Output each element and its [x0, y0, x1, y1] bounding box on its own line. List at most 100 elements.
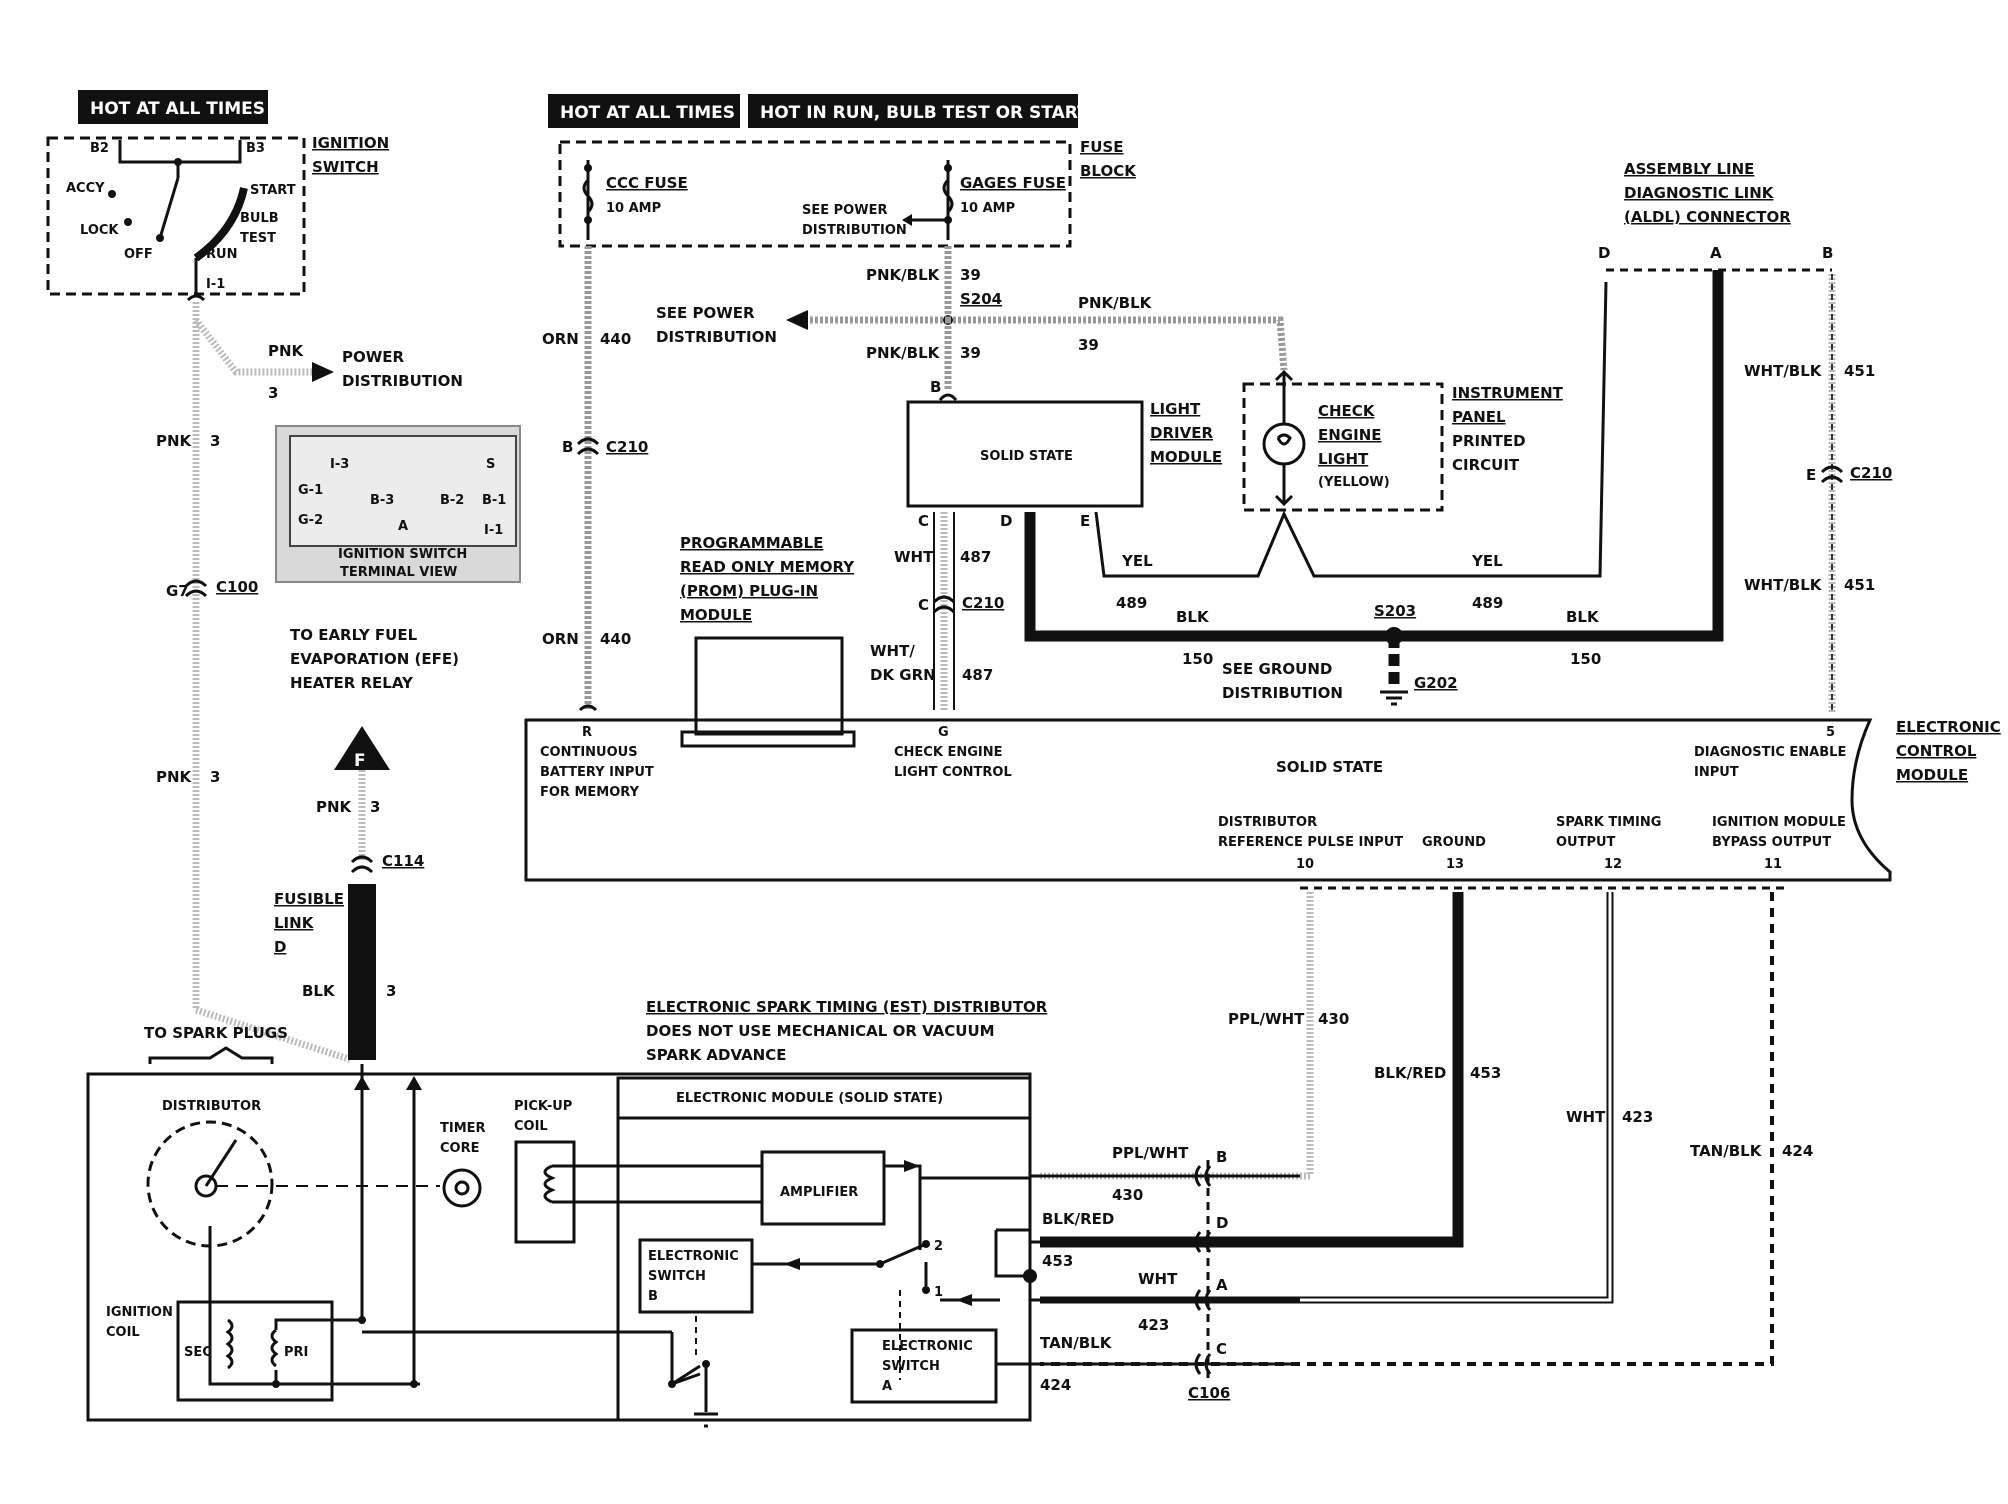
switch-terminal-1: 1 [934, 1285, 943, 1300]
ecm-pin-13: 13 [1446, 857, 1464, 872]
yel-r-label: YEL [1471, 552, 1503, 570]
dist-424-num: 424 [1040, 1376, 1071, 1394]
amplifier-output-arrow [904, 1160, 920, 1172]
fuse-see-power-2: DISTRIBUTION [802, 223, 907, 238]
switch-b-label-3: B [648, 1289, 658, 1304]
prom-socket [680, 730, 856, 748]
blk-150-r-num: 150 [1570, 650, 1601, 668]
orn-440-a-num: 440 [600, 330, 631, 348]
ign-i1-label: I-1 [206, 277, 225, 292]
power-dist-arrow-left [312, 362, 334, 382]
ecm-g-text-1: CHECK ENGINE [894, 745, 1002, 760]
ignition-switch-box [46, 136, 306, 296]
ecm-body: SOLID STATE [1276, 758, 1383, 776]
pnk-blk-39-bot-label: PNK/BLK [866, 344, 941, 362]
ecm-r-text-1: CONTINUOUS [540, 745, 638, 760]
ign-bulb-label: BULB [240, 211, 279, 226]
coil-secondary-winding [225, 1318, 234, 1370]
ecm-spark-text-2: OUTPUT [1556, 835, 1616, 850]
pnk-3-b-num: 3 [210, 768, 220, 786]
blk-red-453-label: BLK/RED [1374, 1064, 1446, 1082]
pnk-power-wire-label: PNK [268, 342, 305, 360]
switch-a-label-2: SWITCH [882, 1359, 940, 1374]
blk-150-l-label: BLK [1176, 608, 1210, 626]
pickup-to-amplifier [552, 1164, 762, 1204]
ign-test-label: TEST [240, 231, 276, 246]
s203-label: S203 [1374, 602, 1416, 620]
ign-lock-contact [124, 218, 132, 226]
yel-489-l-num: 489 [1116, 594, 1147, 612]
ecm-ref-text-1: DISTRIBUTOR [1218, 815, 1317, 830]
ldm-title-1: LIGHT [1150, 400, 1201, 418]
ign-b3-label: B3 [246, 141, 265, 156]
pnk-3-a-label: PNK [156, 432, 193, 450]
term-label-b1: B-1 [482, 493, 506, 508]
efe-label-1: TO EARLY FUEL [290, 626, 418, 644]
c210-c-pin: C [918, 596, 929, 614]
fuse-block-title-2: BLOCK [1080, 162, 1137, 180]
ign-switch-blade [158, 177, 180, 239]
est-title-2: DOES NOT USE MECHANICAL OR VACUUM [646, 1022, 995, 1040]
ccc-fuse-symbol [582, 178, 594, 214]
see-ground-2: DISTRIBUTION [1222, 684, 1343, 702]
wht-487-label: WHT [894, 548, 934, 566]
switch-a-label-1: ELECTRONIC [882, 1339, 973, 1354]
pnk-3-c-label: PNK [316, 798, 353, 816]
pickup-coil-winding [543, 1164, 556, 1204]
ldm-title-2: DRIVER [1150, 424, 1213, 442]
c114-label: C114 [382, 852, 424, 870]
switch-node-2b [922, 1240, 930, 1248]
prom-title-1: PROGRAMMABLE [680, 534, 823, 552]
aldl-pin-d: D [1598, 244, 1610, 262]
aldl-pin-a: A [1710, 244, 1722, 262]
ecm-pin-5: 5 [1826, 725, 1835, 740]
pnk-blk-39-top-label: PNK/BLK [866, 266, 941, 284]
yel-489-wire [1094, 281, 1608, 578]
prom-module-box [694, 636, 844, 736]
power-dist-left-1: POWER [342, 348, 405, 366]
ign-off-contact [156, 234, 164, 242]
blk-3-label: BLK [302, 982, 336, 1000]
aldl-pin-b: B [1822, 244, 1833, 262]
hot-in-run-banner [748, 94, 1078, 128]
coil-sec-label: SEC [184, 1345, 212, 1360]
term-label-b3: B-3 [370, 493, 394, 508]
hot-left-text: HOT AT ALL TIMES [90, 99, 265, 119]
dist-blk-red-label: BLK/RED [1042, 1210, 1114, 1228]
wht-423-label: WHT [1566, 1108, 1606, 1126]
gages-fuse-symbol [942, 178, 954, 214]
orn-440-a-label: ORN [542, 330, 579, 348]
pnk-3-power-dist-wire [193, 317, 312, 376]
wht-blk-451-b-label: WHT/BLK [1744, 576, 1823, 594]
cel-title-1: CHECK [1318, 402, 1376, 420]
prom-title-4: MODULE [680, 606, 752, 624]
ccc-fuse-label: CCC FUSE [606, 174, 688, 192]
see-power-arrow [902, 214, 912, 226]
power-dist-left-2: DISTRIBUTION [342, 372, 463, 390]
cel-title-2: ENGINE [1318, 426, 1382, 444]
ecm-pin-11: 11 [1764, 857, 1782, 872]
ecm-ref-text-2: REFERENCE PULSE INPUT [1218, 835, 1403, 850]
wht-487-num: 487 [960, 548, 991, 566]
efe-label-3: HEATER RELAY [290, 674, 414, 692]
s204-label: S204 [960, 290, 1002, 308]
power-dist-mid-1: SEE POWER [656, 304, 755, 322]
ecm-title-3: MODULE [1896, 766, 1968, 784]
tan-blk-424-label: TAN/BLK [1690, 1142, 1763, 1160]
ldm-body: SOLID STATE [980, 449, 1073, 464]
light-driver-module-box [906, 400, 1144, 508]
pnk-3-c-num: 3 [370, 798, 380, 816]
blk-150-ground-loop [1024, 270, 1724, 642]
power-dist-mid-2: DISTRIBUTION [656, 328, 777, 346]
ecm-gnd-text: GROUND [1422, 835, 1486, 850]
distributor-feed-lines [360, 1064, 416, 1384]
term-label-g1: G-1 [298, 483, 323, 498]
c106-pin-c: C [1216, 1340, 1227, 1358]
blk-150-r-label: BLK [1566, 608, 1600, 626]
gages-fuse-amp: 10 AMP [960, 201, 1015, 216]
pickup-coil-box [514, 1140, 576, 1244]
ignition-switch-title-1: IGNITION [312, 134, 389, 152]
est-title-3: SPARK ADVANCE [646, 1046, 787, 1064]
cel-title-3: LIGHT [1318, 450, 1369, 468]
